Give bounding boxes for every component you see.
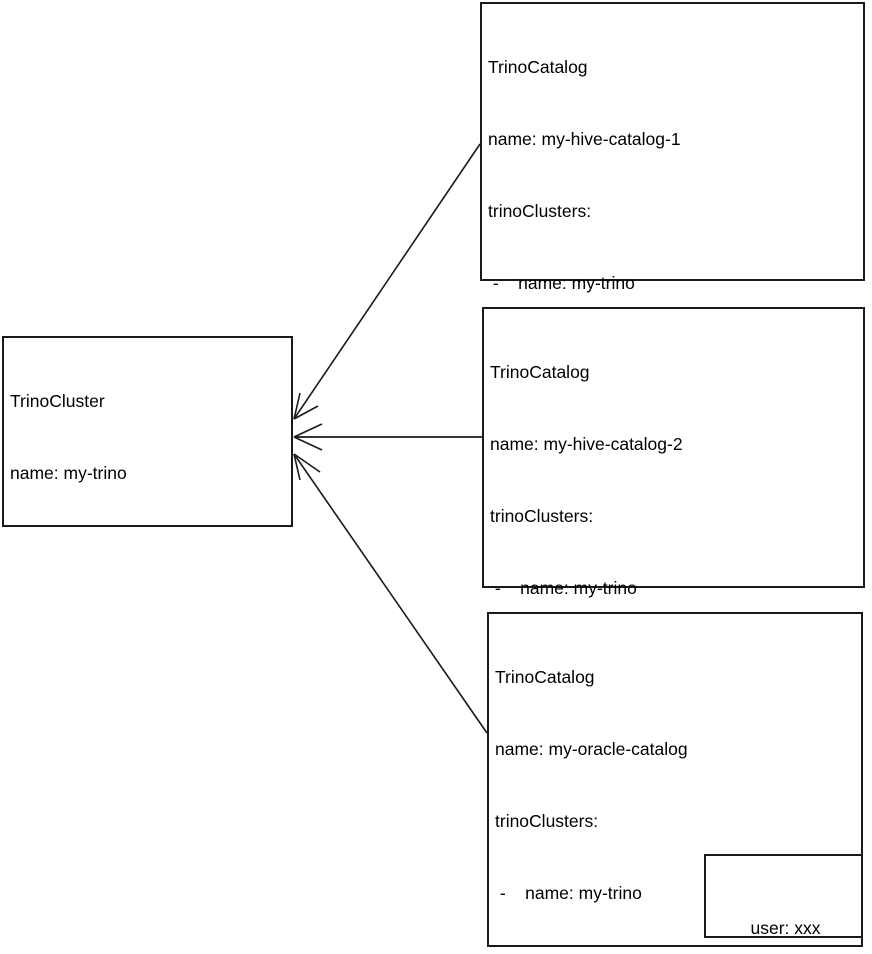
catalog-hive-2-line-0: TrinoCatalog — [490, 362, 590, 382]
edge-oracle-catalog-to-cluster — [293, 453, 488, 734]
catalog-oracle-line-0: TrinoCatalog — [495, 667, 595, 687]
catalog-hive-1-line-0: TrinoCatalog — [488, 57, 588, 77]
catalog-hive-1-line-1: name: my-hive-catalog-1 — [488, 129, 681, 149]
oracle-credentials-secret-text: user: xxx password: xxx — [706, 868, 865, 954]
edge-hive-catalog-1-to-cluster — [293, 143, 481, 420]
catalog-hive-2-line-2: trinoClusters: — [490, 506, 594, 526]
trino-catalog-oracle-node[interactable]: TrinoCatalog name: my-oracle-catalog tri… — [487, 612, 863, 947]
trino-catalog-hive-1-node[interactable]: TrinoCatalog name: my-hive-catalog-1 tri… — [480, 2, 865, 653]
trino-cluster-line-1: name: my-trino — [10, 463, 127, 483]
trino-cluster-line-0: TrinoCluster — [10, 391, 105, 411]
edge-hive-catalog-2-to-cluster — [293, 423, 482, 451]
catalog-hive-1-line-3: - name: my-trino — [488, 273, 635, 293]
oracle-credentials-secret-node[interactable]: user: xxx password: xxx — [704, 854, 863, 938]
catalog-oracle-line-1: name: my-oracle-catalog — [495, 739, 688, 759]
trino-catalog-hive-2-node[interactable]: TrinoCatalog name: my-hive-catalog-2 tri… — [482, 307, 865, 886]
catalog-oracle-line-3: - name: my-trino — [495, 883, 642, 903]
catalog-hive-1-line-2: trinoClusters: — [488, 201, 592, 221]
secret-line-0: user: xxx — [750, 918, 821, 938]
trino-catalog-oracle-text: TrinoCatalog name: my-oracle-catalog tri… — [495, 617, 796, 954]
catalog-oracle-line-2: trinoClusters: — [495, 811, 599, 831]
trino-cluster-text: TrinoCluster name: my-trino — [10, 341, 127, 533]
catalog-hive-2-line-3: - name: my-trino — [490, 578, 637, 598]
catalog-hive-2-line-1: name: my-hive-catalog-2 — [490, 434, 683, 454]
trino-cluster-node[interactable]: TrinoCluster name: my-trino — [2, 336, 293, 527]
